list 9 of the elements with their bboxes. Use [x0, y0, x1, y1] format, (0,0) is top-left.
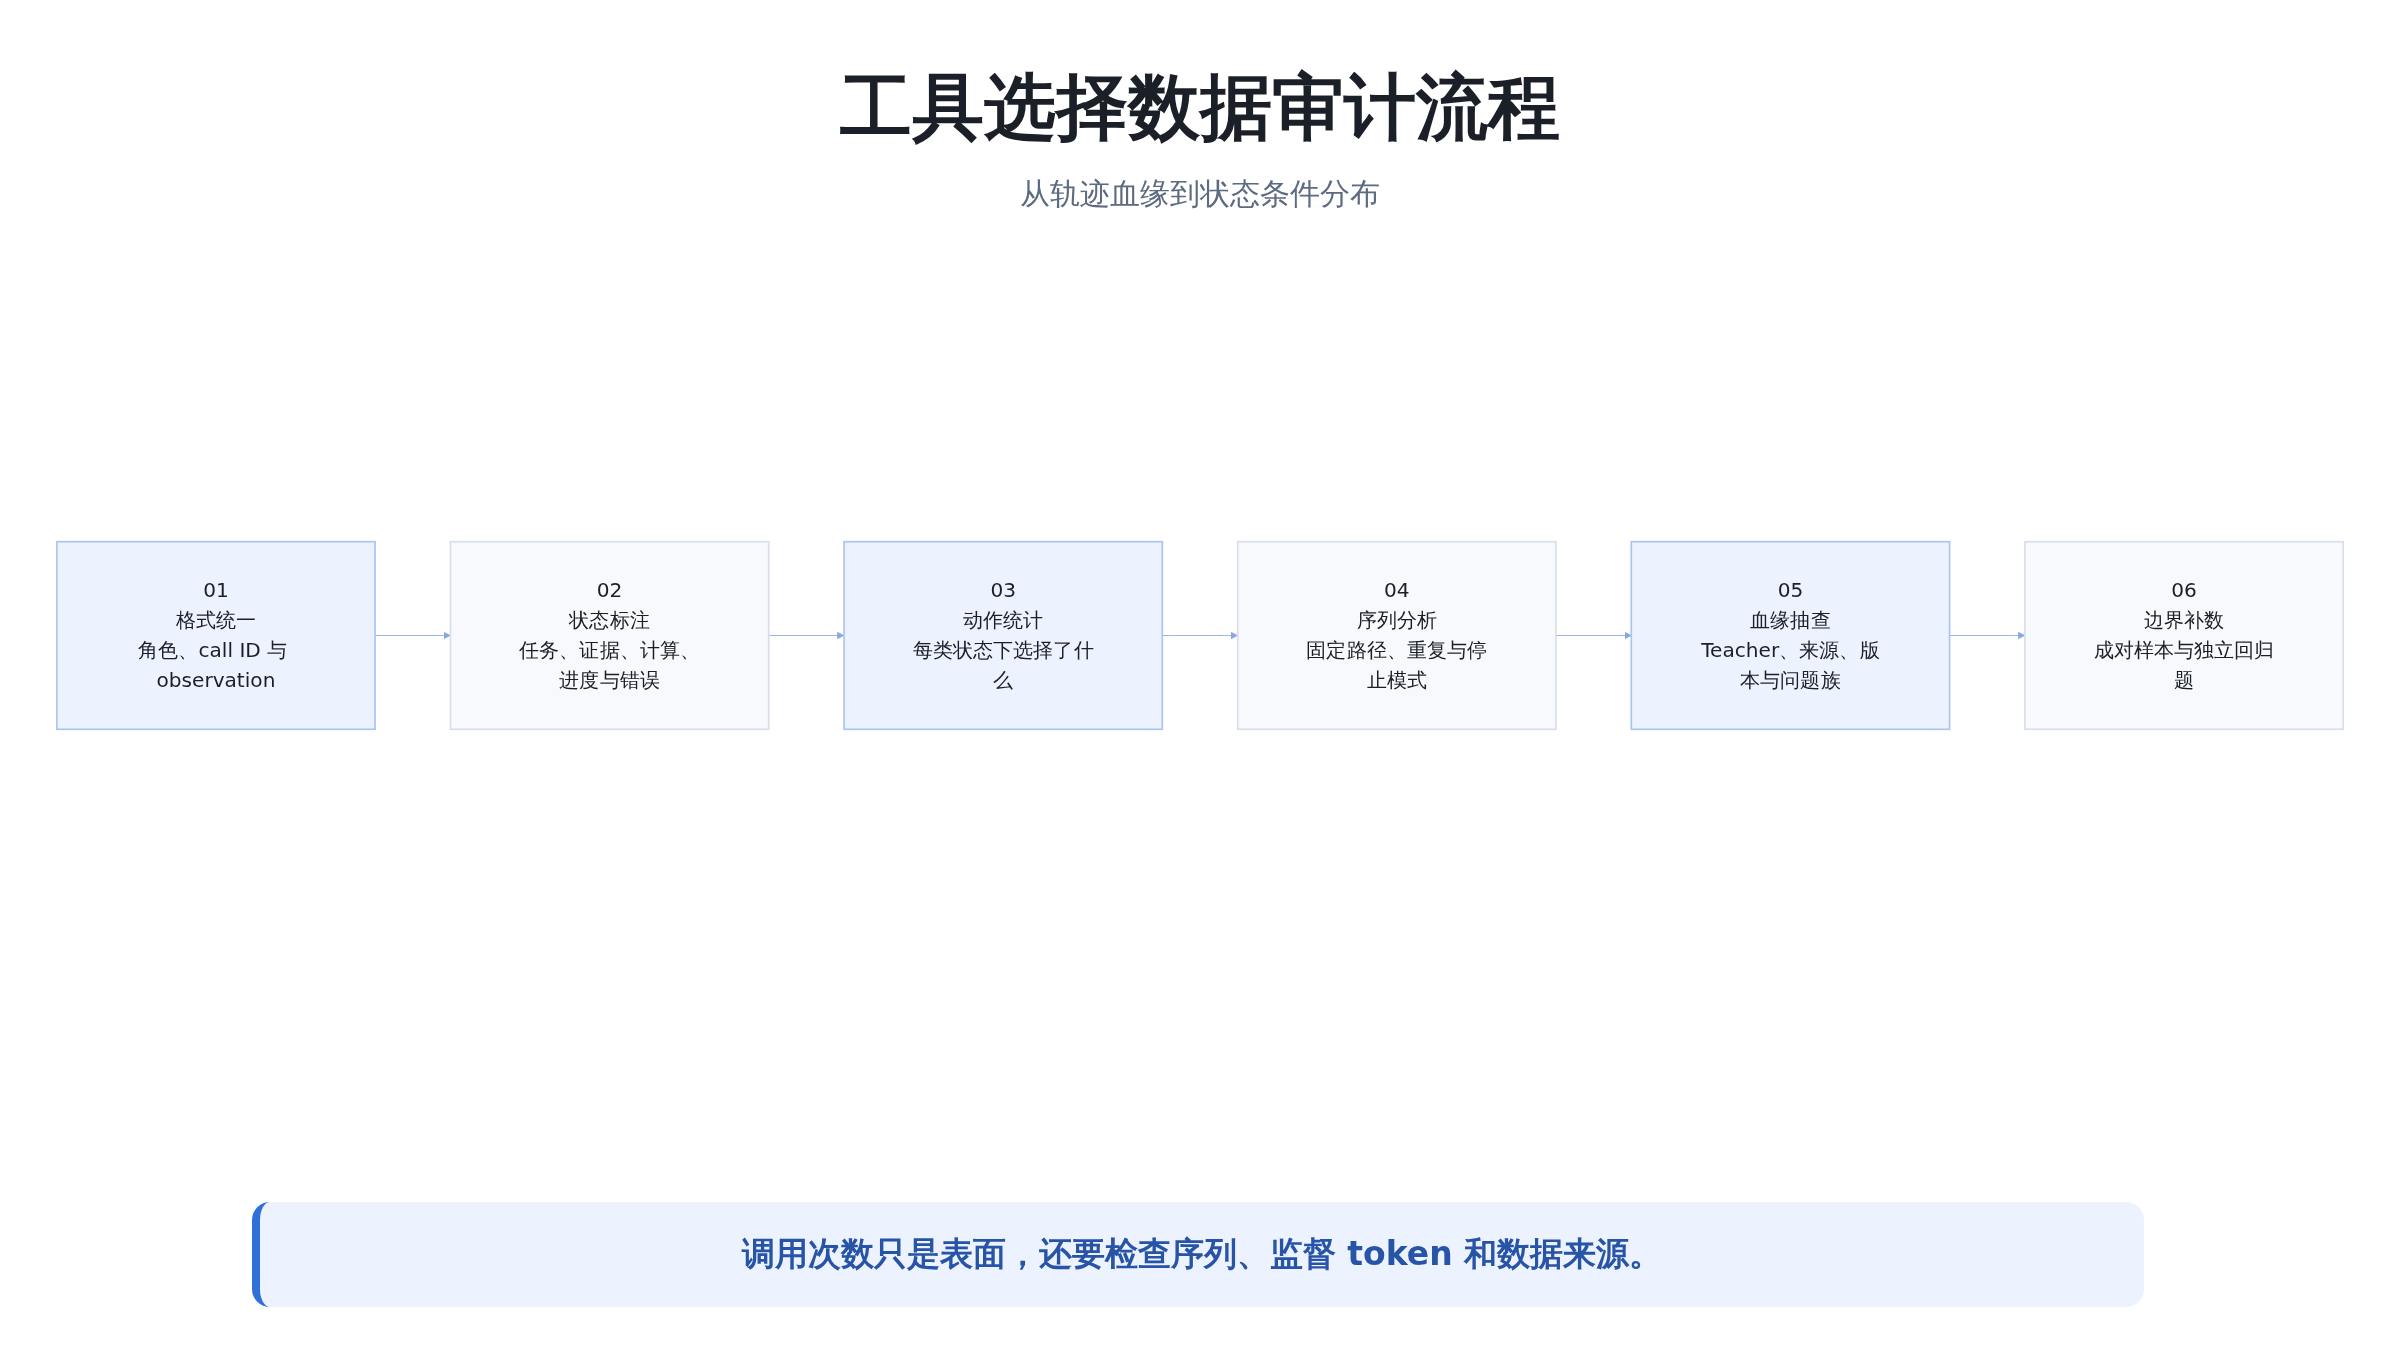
node-box: 02 状态标注 任务、证据、计算、进度与错误: [449, 540, 770, 730]
node-box: 03 动作统计 每类状态下选择了什么: [843, 540, 1164, 730]
node-box: 01 格式统一 角色、call ID 与 observation: [55, 540, 376, 730]
node-box: 05 血缘抽查 Teacher、来源、版本与问题族: [1630, 540, 1951, 730]
note-banner: 调用次数只是表面，还要检查序列、监督 token 和数据来源。: [252, 1202, 2144, 1307]
subtitle: 从轨迹血缘到状态条件分布: [1020, 175, 1380, 213]
node-box: 06 边界补数 成对样本与独立回归题: [2024, 540, 2345, 730]
diagram-title: 工具选择数据审计流程: [840, 64, 1560, 151]
node-box: 04 序列分析 固定路径、重复与停止模式: [1236, 540, 1557, 730]
